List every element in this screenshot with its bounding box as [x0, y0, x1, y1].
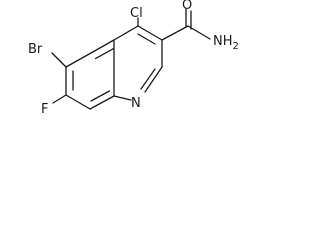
bond-c6-br: [51, 52, 67, 68]
bond-c5-c4a-inner: [94, 47, 115, 60]
bond-c4-c3-inner: [137, 33, 156, 45]
bond-c7-f: [52, 94, 67, 104]
atom-label-nh2: NH2: [213, 34, 239, 52]
atom-label-br: Br: [28, 42, 43, 57]
chemical-structure: Cl Br F N O NH2: [28, 0, 239, 117]
bond-c8-c7: [65, 94, 91, 110]
bond-c4a-c4: [113, 25, 139, 41]
bond-c8a-c8: [89, 95, 115, 110]
bond-c3-carbonyl: [161, 25, 189, 41]
atom-label-cl: Cl: [130, 6, 143, 21]
bond-c8a-c8-inner: [90, 90, 111, 102]
atom-label-f: F: [41, 102, 48, 117]
bond-c4-c3: [137, 25, 163, 41]
atom-label-nh2-main: NH: [213, 34, 233, 49]
bond-c5-c4a: [90, 39, 115, 54]
bond-n1-c8a: [113, 95, 132, 101]
bond-carbonyl-n: [187, 25, 211, 40]
bond-c2-n1: [144, 66, 163, 93]
atom-label-n: N: [131, 96, 141, 111]
atom-label-nh2-subscript: 2: [233, 41, 239, 52]
pyridine-ring: [113, 25, 163, 101]
benzene-ring: [65, 39, 115, 110]
bond-c6-c5: [65, 52, 92, 68]
atom-label-o: O: [182, 0, 192, 13]
bond-c2-n1-inner: [140, 68, 156, 90]
